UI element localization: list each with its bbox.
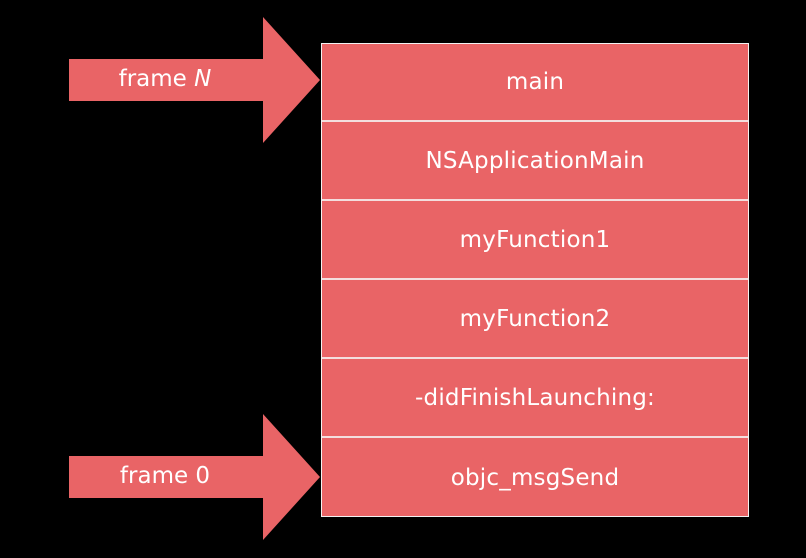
arrow-right-icon [69,414,320,540]
stack-frame-nsapplicationmain: NSApplicationMain [322,123,748,201]
call-stack: main NSApplicationMain myFunction1 myFun… [321,43,749,517]
stack-frame-didfinishlaunching: -didFinishLaunching: [322,360,748,438]
frame-0-arrow: frame 0 [0,414,320,540]
stack-frame-myfunction1: myFunction1 [322,202,748,280]
arrow-right-icon [69,17,320,143]
frame-n-arrow: frame N [0,17,320,143]
stack-frame-main: main [322,44,748,122]
stack-frame-objc-msgsend: objc_msgSend [450,465,620,491]
frame-n-label-prefix: frame [118,66,195,92]
frame-0-label-prefix: frame 0 [119,463,211,489]
frame-n-label: frame N [70,66,260,92]
frame-n-label-var: N [194,66,212,92]
stack-frame-myfunction2: myFunction2 [322,281,748,359]
frame-0-label: frame 0 [70,463,260,489]
